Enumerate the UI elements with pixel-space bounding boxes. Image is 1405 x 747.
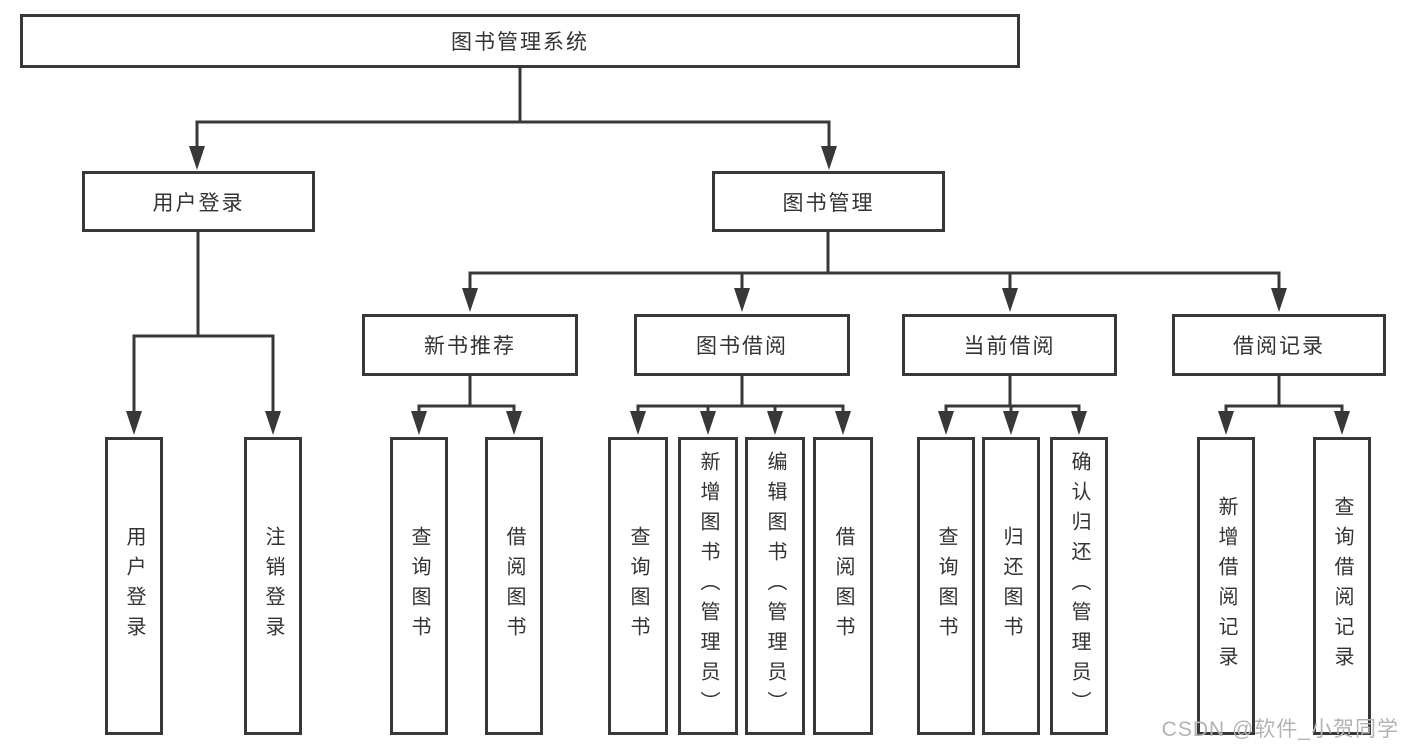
leaf-confirm-return-admin: 确认归还（管理员） bbox=[1050, 437, 1108, 735]
node-current-borrowing: 当前借阅 bbox=[902, 314, 1117, 376]
leaf-query-books-2-label: 查询图书 bbox=[627, 526, 649, 646]
leaf-confirm-return-admin-label: 确认归还（管理员） bbox=[1068, 451, 1090, 721]
node-borrowing-records: 借阅记录 bbox=[1172, 314, 1386, 376]
leaf-query-borrow-record: 查询借阅记录 bbox=[1313, 437, 1371, 735]
node-library-system: 图书管理系统 bbox=[20, 14, 1020, 68]
leaf-borrow-books-2: 借阅图书 bbox=[813, 437, 873, 735]
node-library-system-label: 图书管理系统 bbox=[451, 31, 589, 54]
node-current-borrowing-label: 当前借阅 bbox=[963, 335, 1056, 358]
node-user-login: 用户登录 bbox=[82, 171, 315, 232]
node-book-management: 图书管理 bbox=[712, 171, 945, 232]
leaf-edit-books-admin: 编辑图书（管理员） bbox=[745, 437, 805, 735]
leaf-edit-books-admin-label: 编辑图书（管理员） bbox=[764, 451, 786, 721]
node-book-management-label: 图书管理 bbox=[782, 191, 875, 215]
leaf-return-books-label: 归还图书 bbox=[1000, 526, 1022, 646]
leaf-add-borrow-record: 新增借阅记录 bbox=[1197, 437, 1255, 735]
node-new-book-recommend-label: 新书推荐 bbox=[424, 335, 516, 358]
leaf-user-login: 用户登录 bbox=[105, 437, 163, 735]
leaf-query-books-2: 查询图书 bbox=[608, 437, 668, 735]
leaf-borrow-books-1-label: 借阅图书 bbox=[503, 526, 525, 646]
leaf-return-books: 归还图书 bbox=[982, 437, 1040, 735]
leaf-borrow-books-2-label: 借阅图书 bbox=[832, 526, 854, 646]
leaf-user-login-label: 用户登录 bbox=[123, 526, 145, 646]
node-user-login-label: 用户登录 bbox=[152, 191, 245, 215]
leaf-add-books-admin: 新增图书（管理员） bbox=[678, 437, 738, 735]
leaf-query-books-1-label: 查询图书 bbox=[408, 526, 430, 646]
node-borrowing-records-label: 借阅记录 bbox=[1233, 335, 1325, 358]
node-book-borrowing: 图书借阅 bbox=[634, 314, 850, 376]
leaf-add-borrow-record-label: 新增借阅记录 bbox=[1215, 496, 1237, 676]
leaf-borrow-books-1: 借阅图书 bbox=[485, 437, 543, 735]
leaf-query-books-3-label: 查询图书 bbox=[935, 526, 957, 646]
leaf-add-books-admin-label: 新增图书（管理员） bbox=[697, 451, 719, 721]
leaf-query-books-3: 查询图书 bbox=[917, 437, 975, 735]
watermark: CSDN @软件_小贺同学 bbox=[1161, 718, 1399, 741]
node-book-borrowing-label: 图书借阅 bbox=[696, 335, 788, 358]
leaf-logout-label: 注销登录 bbox=[262, 526, 284, 646]
leaf-query-books-1: 查询图书 bbox=[390, 437, 448, 735]
leaf-query-borrow-record-label: 查询借阅记录 bbox=[1331, 496, 1353, 676]
leaf-logout: 注销登录 bbox=[244, 437, 302, 735]
node-new-book-recommend: 新书推荐 bbox=[362, 314, 578, 376]
